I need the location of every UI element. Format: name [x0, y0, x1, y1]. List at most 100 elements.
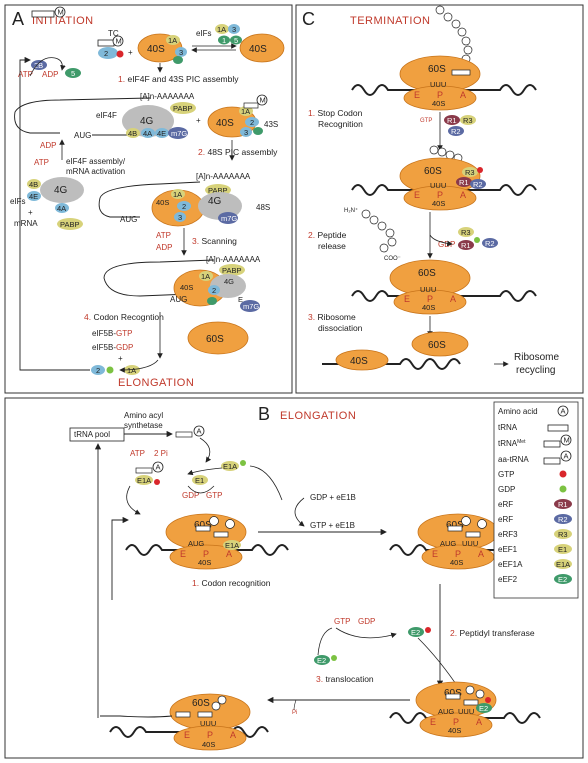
b-gdp-eeb-text: GDP + eE1B — [310, 493, 356, 502]
eif1a-43s — [239, 106, 253, 116]
eif1-a1 — [173, 56, 183, 64]
c-free-60s-label: 60S — [428, 340, 446, 351]
b-ribo3-aa-1 — [465, 685, 475, 695]
b-ribo4-a: A — [230, 730, 236, 740]
s43-label: 43S — [264, 120, 278, 129]
eif5-label: 5 — [71, 69, 75, 78]
b-e2-left-gdp — [331, 655, 337, 661]
b-ribo3-gtp — [485, 697, 491, 703]
legend-label-8: eRF3 — [498, 530, 518, 539]
ribosome-60s-a — [187, 321, 249, 355]
c-step2-num: 2. — [308, 230, 315, 240]
c-ribo3-a: A — [450, 294, 456, 304]
eif2b-cycle-arrow — [29, 57, 66, 77]
eif4b-a1-label: 4B — [128, 129, 137, 138]
legend-aatrna-sym: A — [564, 452, 569, 461]
panel-a-letter: A — [12, 9, 24, 29]
c-ribo1-40s-label: 40S — [432, 99, 445, 108]
c-gdp-dot — [474, 237, 480, 243]
b-e2-left — [314, 655, 330, 665]
eif4b-a1 — [126, 128, 140, 138]
released-eif1a-label: 1A — [127, 366, 136, 375]
free-eif5 — [230, 35, 242, 45]
eif2-48s-label: 2 — [182, 202, 186, 211]
eif5-43s — [253, 127, 263, 135]
a-step1-num: 1. — [118, 74, 125, 84]
b-ribo1-p: P — [203, 549, 209, 559]
eif1a-a1 — [166, 35, 180, 45]
free-pabp-label: PABP — [60, 220, 79, 229]
b-ribo1-e: E — [180, 549, 186, 559]
free-4g — [40, 177, 84, 203]
legend-e1a-icon — [554, 559, 572, 569]
b-pi-arrow — [293, 699, 297, 711]
b-ribo2-aug: AUG — [440, 539, 456, 548]
eifs-e-scan: E — [238, 295, 243, 304]
b-aa-1-label: A — [197, 427, 202, 436]
a-step1: 1. eIF4F and 43S PIC assembly — [118, 74, 239, 84]
b-ribo2-a: A — [478, 549, 484, 559]
c-r3-rel-label: R3 — [461, 228, 471, 237]
c-r2-bound — [470, 179, 486, 189]
c-gdp: GDP — [438, 240, 455, 249]
mrna-loop-scan — [103, 259, 215, 297]
legend-trnamet-icon — [543, 440, 561, 448]
c-ribo1-a: A — [460, 90, 466, 100]
met-43s-label: M — [260, 96, 266, 105]
c-r2-rel-label: R2 — [485, 239, 495, 248]
plus-4: + — [118, 354, 123, 363]
pabp-scan — [219, 264, 245, 276]
met-43s — [256, 94, 268, 106]
panel-b-frame — [4, 397, 584, 759]
b-ribo2-aa-p — [461, 516, 471, 526]
tc-met-icon — [112, 35, 124, 47]
b-e1-label: E1 — [195, 476, 204, 485]
c-gtp-1: GTP — [420, 118, 432, 124]
legend-label-4: GTP — [498, 470, 514, 479]
assembly-note-1: eIF4F assembly/ — [66, 157, 126, 166]
eif4a-a1 — [141, 128, 155, 138]
eif1a-a1-label: 1A — [168, 36, 177, 45]
b-ribo1-aa-p — [209, 516, 219, 526]
b-gtp-dot-1 — [154, 479, 160, 485]
b-ribo1-40s-label: 40S — [198, 558, 211, 567]
b-ribo2-e: E — [432, 549, 438, 559]
free-eif3 — [228, 24, 240, 34]
legend: Amino acid A tRNA tRNAMet M aa-tRNA A GT… — [498, 405, 572, 584]
b-ribo4-p: P — [207, 730, 213, 740]
c-gtp-bound-dot — [477, 167, 483, 173]
b-ribo3-60s-label: 60S — [444, 688, 462, 699]
b-atp: ATP — [130, 449, 145, 458]
a-step1-text: eIF4F and 43S PIC assembly — [127, 74, 239, 84]
legend-label-6: eRF — [498, 500, 513, 509]
eif5b-gtp-text: GTP — [116, 329, 132, 338]
a-step4-text: Codon Recogntion — [93, 312, 164, 322]
eifs-label-left: eIFs — [10, 197, 26, 206]
b-next-cycle — [111, 516, 129, 600]
tc-trna-icon — [97, 39, 115, 47]
tc-met-label: M — [116, 37, 122, 46]
polya-48s: [A]n-AAAAAAA — [196, 172, 251, 181]
free-4e-label: 4E — [29, 192, 38, 201]
c-step1-a: 1. Stop Codon — [308, 108, 363, 118]
legend-label-2: tRNAMet — [498, 439, 526, 448]
c-h2n: H₂N⁺ — [344, 207, 358, 214]
eif3-48s-label: 3 — [178, 213, 182, 222]
c-ribo3-e: E — [404, 294, 410, 304]
b-step1-text: Codon recognition — [201, 578, 270, 588]
c-r3-rel — [458, 227, 474, 237]
c-free-60s — [411, 331, 469, 357]
b-e2-left-label: E2 — [317, 656, 326, 665]
eif5b-gtp-prefix: eIF5B- — [92, 329, 116, 338]
eif1a-48s — [171, 189, 185, 199]
b-step2-num: 2. — [450, 628, 457, 638]
a-step3: 3. Scanning — [192, 236, 237, 246]
c-r1-free — [444, 115, 460, 125]
c-r2-free-label: R2 — [451, 127, 461, 136]
pabp-a1 — [170, 102, 196, 114]
s48-label: 48S — [256, 203, 270, 212]
c-r3-free-label: R3 — [463, 116, 473, 125]
mrna-label: mRNA — [14, 219, 38, 228]
b-step1: 1. Codon recognition — [192, 578, 271, 588]
legend-label-9: eEF1 — [498, 545, 518, 554]
